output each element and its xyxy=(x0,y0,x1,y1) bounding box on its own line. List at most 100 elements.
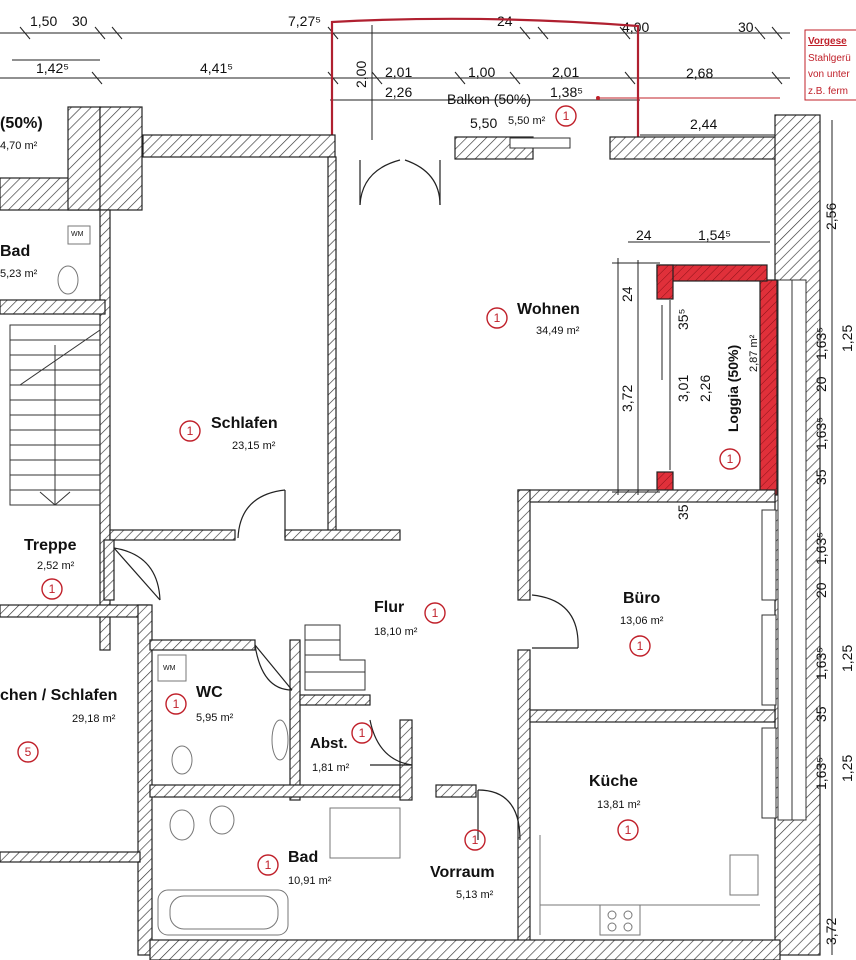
room-badge-schlafen: 1 xyxy=(187,424,194,438)
dim-loggia-2: 24 xyxy=(619,286,635,302)
room-area-kueche: 13,81 m² xyxy=(597,799,641,811)
room-area-loggia: 2,87 m² xyxy=(748,334,760,372)
room-name-kueche: Küche xyxy=(589,773,638,790)
wm-label-upper: WM xyxy=(71,231,84,238)
room-area-vorraum: 5,13 m² xyxy=(456,889,494,901)
room-area-buero: 13,06 m² xyxy=(620,615,664,627)
dim-loggia-4: 3,72 xyxy=(619,385,635,412)
badge-circle-schlafen xyxy=(179,420,201,442)
room-area-wc: 5,95 m² xyxy=(196,712,234,724)
room-area-wohnen: 34,49 m² xyxy=(536,325,580,337)
room-badge-kueche: 1 xyxy=(625,823,632,837)
dim-right-1: 1,63⁵ xyxy=(813,327,829,360)
dim-right-12: 1,25 xyxy=(839,755,855,782)
room-area-treppe: 2,52 m² xyxy=(37,560,75,572)
walls xyxy=(0,106,821,960)
room-badge-treppe: 1 xyxy=(49,582,56,596)
room-badge-balkon: 1 xyxy=(563,109,570,123)
wm-label-wc: WM xyxy=(163,665,176,672)
doors xyxy=(113,159,579,841)
room-badge-vorraum: 1 xyxy=(472,833,479,847)
room-name-treppe: Treppe xyxy=(24,537,77,554)
dim-loggia-3: 35⁵ xyxy=(675,309,691,330)
stairs xyxy=(9,324,366,691)
dim-loggia-6: 2,26 xyxy=(697,375,713,402)
room-name-balkon-left: (50%) xyxy=(0,115,43,132)
room-area-balkon-left: 4,70 m² xyxy=(0,140,38,152)
note-box: Vorgese Stahlgerü von unter z.B. ferm xyxy=(804,29,856,101)
badge-circle-treppe xyxy=(41,578,63,600)
room-area-bad-left: 5,23 m² xyxy=(0,268,38,280)
dim-top-0: 1,50 xyxy=(30,13,57,29)
room-badge-wc: 1 xyxy=(173,697,180,711)
dim-right-3: 20 xyxy=(813,376,829,392)
room-name-kochen: chen / Schlafen xyxy=(0,687,117,704)
note-line-0: Vorgese xyxy=(808,36,847,47)
dim-second-6: 2,68 xyxy=(686,65,713,81)
dim-right-8: 1,63⁵ xyxy=(813,647,829,680)
room-name-flur: Flur xyxy=(374,599,404,616)
dim-balkon-0: 2,26 xyxy=(385,84,412,100)
loggia-detail xyxy=(612,241,770,495)
room-name-bad-left: Bad xyxy=(0,243,30,260)
badge-circle-vorraum xyxy=(464,829,486,851)
badge-circle-balkon xyxy=(555,105,577,127)
room-badge-flur: 1 xyxy=(432,606,439,620)
room-name-bad: Bad xyxy=(288,849,318,866)
badge-circle-abst xyxy=(351,722,373,744)
room-area-flur: 18,10 m² xyxy=(374,626,418,638)
room-area-schlafen: 23,15 m² xyxy=(232,440,276,452)
dim-loggia-1: 1,54⁵ xyxy=(698,227,731,243)
note-line-2: von unter xyxy=(808,69,850,80)
right-windows xyxy=(509,137,807,821)
dim-right-7: 20 xyxy=(813,582,829,598)
room-name-balkon: Balkon (50%) xyxy=(447,91,531,107)
dim-balkon-2: 5,50 xyxy=(470,115,497,131)
dim-second-5: 2,01 xyxy=(552,64,579,80)
dim-right-9: 1,25 xyxy=(839,645,855,672)
dim-second-1: 4,41⁵ xyxy=(200,60,233,76)
room-name-schlafen: Schlafen xyxy=(211,415,278,432)
dimension-lines-top: 1,50 30 7,27⁵ 24 4,00 30 1,42⁵ 4,41⁵ 2,0… xyxy=(0,13,790,140)
room-area-abst: 1,81 m² xyxy=(312,762,350,774)
badge-circle-flur xyxy=(424,602,446,624)
dim-top-2: 7,27⁵ xyxy=(288,13,321,29)
dim-top-5: 30 xyxy=(738,19,754,35)
dim-right-0: 2,56 xyxy=(823,203,839,230)
room-name-buero: Büro xyxy=(623,590,661,607)
dim-top-1: 30 xyxy=(72,13,88,29)
dim-loggia-0: 24 xyxy=(636,227,652,243)
dim-second-0: 1,42⁵ xyxy=(36,60,69,76)
dim-second-2: 2,00 xyxy=(353,61,369,88)
dimension-lines-right: 24 1,54⁵ 24 35⁵ 3,72 3,01 2,26 35 2,56 1… xyxy=(619,120,855,955)
dim-right-6: 1,63⁵ xyxy=(813,532,829,565)
dim-top-3: 24 xyxy=(497,13,513,29)
dim-balkon-3: 2,44 xyxy=(690,116,717,132)
room-badge-abst: 1 xyxy=(359,726,366,740)
room-badge-bad: 1 xyxy=(265,858,272,872)
room-badge-loggia: 1 xyxy=(727,452,734,466)
badge-circle-kochen xyxy=(17,741,39,763)
dim-right-13: 3,72 xyxy=(823,918,839,945)
dim-balkon-1: 1,38⁵ xyxy=(550,84,583,100)
room-badge-wohnen: 1 xyxy=(494,311,501,325)
balkon-outline xyxy=(330,17,640,137)
room-area-bad: 10,91 m² xyxy=(288,875,332,887)
room-name-wohnen: Wohnen xyxy=(517,301,580,318)
dim-second-3: 2,01 xyxy=(385,64,412,80)
note-line-1: Stahlgerü xyxy=(808,53,851,64)
badge-circle-kueche xyxy=(617,819,639,841)
dim-right-5: 35 xyxy=(813,469,829,485)
badge-circle-buero xyxy=(629,635,651,657)
dim-right-2: 1,25 xyxy=(839,325,855,352)
room-name-loggia: Loggia (50%) xyxy=(725,345,741,432)
room-area-balkon: 5,50 m² xyxy=(508,115,546,127)
room-badge-kochen: 5 xyxy=(25,745,32,759)
dim-right-4: 1,63⁵ xyxy=(813,417,829,450)
dim-second-4: 1,00 xyxy=(468,64,495,80)
room-labels: Schlafen 23,15 m² 1 Wohnen 34,49 m² 1 Lo… xyxy=(0,91,760,901)
dim-right-11: 1,63⁵ xyxy=(813,757,829,790)
badge-circle-loggia xyxy=(719,448,741,470)
dim-right-10: 35 xyxy=(813,706,829,722)
